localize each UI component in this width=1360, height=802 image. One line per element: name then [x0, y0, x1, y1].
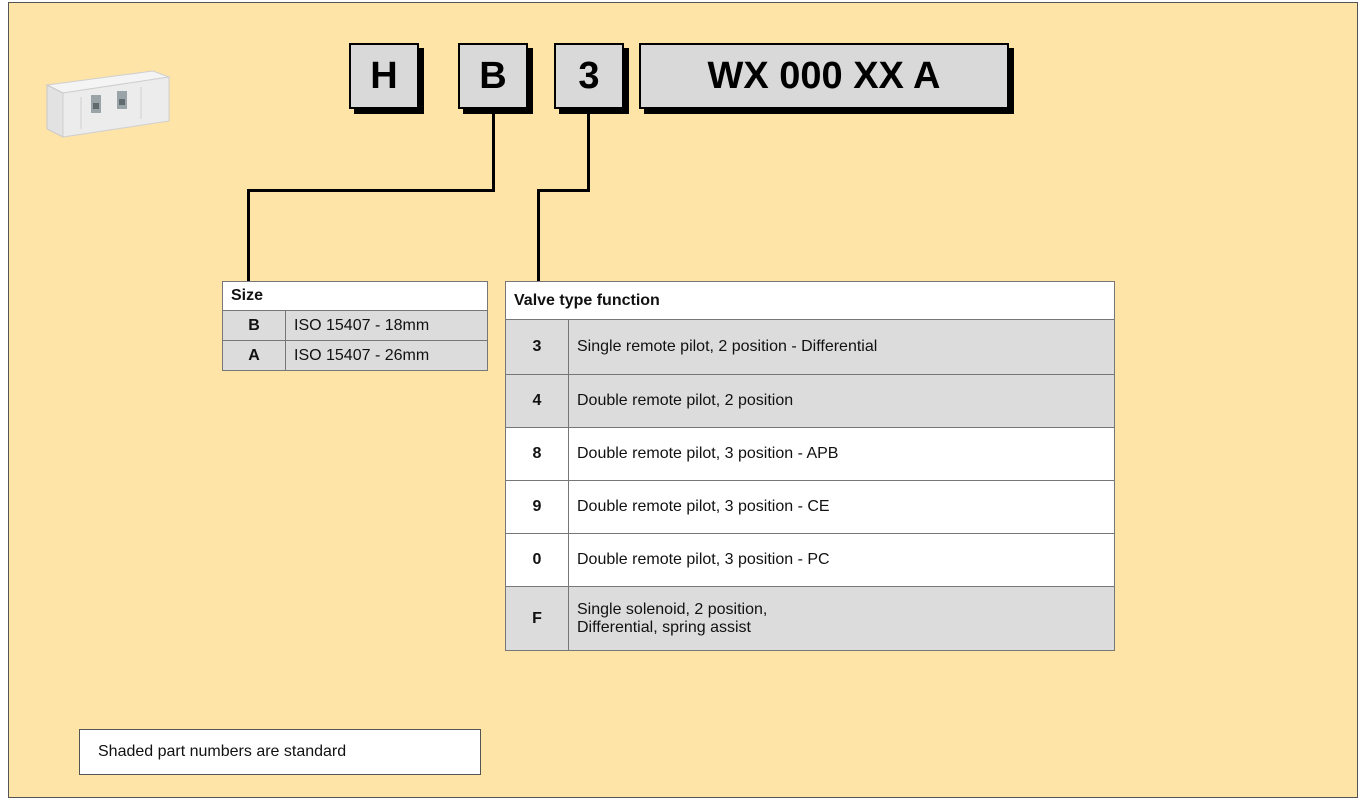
valve-desc-line: Differential, spring assist: [577, 618, 751, 636]
size-code: B: [222, 310, 286, 341]
valve-code: 8: [505, 427, 569, 481]
size-desc: ISO 15407 - 26mm: [285, 340, 488, 371]
code-box-series: H: [349, 43, 419, 109]
code-box-size: B: [458, 43, 528, 109]
function-connector: [537, 189, 590, 192]
valve-code: 4: [505, 374, 569, 428]
valve-desc: Double remote pilot, 3 position - CE: [568, 480, 1115, 534]
valve-desc: Single solenoid, 2 position, Differentia…: [568, 586, 1115, 651]
table-row: 0 Double remote pilot, 3 position - PC: [505, 533, 1115, 587]
table-row: 3 Single remote pilot, 2 position - Diff…: [505, 319, 1115, 375]
valve-desc: Double remote pilot, 3 position - APB: [568, 427, 1115, 481]
standard-note: Shaded part numbers are standard: [79, 729, 481, 775]
size-table-title: Size: [222, 281, 488, 311]
size-desc: ISO 15407 - 18mm: [285, 310, 488, 341]
valve-desc: Double remote pilot, 2 position: [568, 374, 1115, 428]
valve-code: 9: [505, 480, 569, 534]
code-box-function-label: 3: [578, 54, 600, 97]
function-connector: [587, 109, 590, 191]
size-connector: [247, 189, 495, 192]
size-code: A: [222, 340, 286, 371]
size-table: Size B ISO 15407 - 18mm A ISO 15407 - 26…: [222, 281, 488, 371]
table-row: B ISO 15407 - 18mm: [222, 310, 488, 341]
valve-code: F: [505, 586, 569, 651]
valve-code: 3: [505, 319, 569, 375]
table-row: 4 Double remote pilot, 2 position: [505, 374, 1115, 428]
valve-desc: Double remote pilot, 3 position - PC: [568, 533, 1115, 587]
valve-type-table: Valve type function 3 Single remote pilo…: [505, 281, 1115, 651]
valve-product-image: [45, 70, 171, 138]
size-connector: [247, 189, 250, 281]
function-connector: [537, 189, 540, 281]
valve-desc-line: Single solenoid, 2 position,: [577, 600, 768, 618]
table-row: 9 Double remote pilot, 3 position - CE: [505, 480, 1115, 534]
code-box-function: 3: [554, 43, 624, 109]
diagram-frame: H B 3 WX 000 XX A Size B ISO 15407 - 18m…: [8, 2, 1358, 798]
code-box-series-label: H: [370, 54, 398, 97]
table-row: 8 Double remote pilot, 3 position - APB: [505, 427, 1115, 481]
table-row: F Single solenoid, 2 position, Different…: [505, 586, 1115, 651]
size-connector: [492, 109, 495, 191]
code-box-suffix: WX 000 XX A: [639, 43, 1009, 109]
code-box-suffix-label: WX 000 XX A: [707, 54, 941, 97]
valve-table-title: Valve type function: [505, 281, 1115, 320]
valve-code: 0: [505, 533, 569, 587]
valve-desc: Single remote pilot, 2 position - Differ…: [568, 319, 1115, 375]
table-row: A ISO 15407 - 26mm: [222, 340, 488, 371]
code-box-size-label: B: [479, 54, 507, 97]
